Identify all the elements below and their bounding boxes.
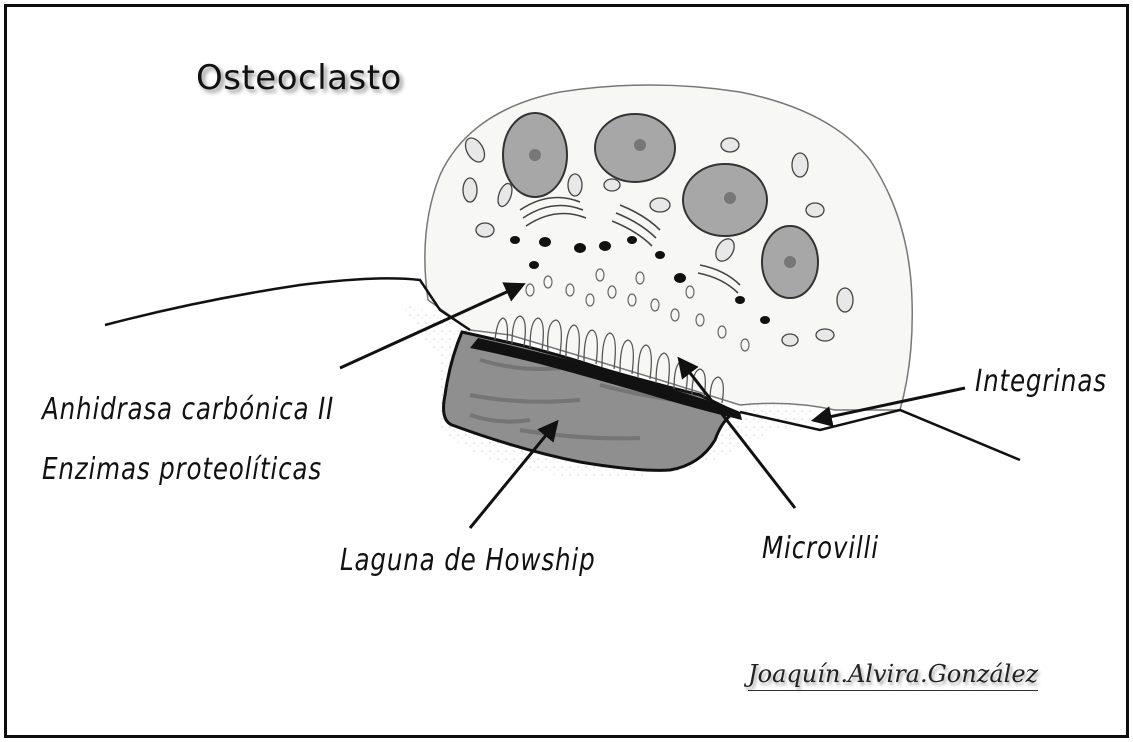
page-title: Osteoclasto (196, 58, 402, 98)
label-enzimas: Enzimas proteolíticas (42, 452, 322, 487)
label-anhidrasa: Anhidrasa carbónica II (42, 392, 334, 427)
label-integrinas: Integrinas (975, 364, 1107, 399)
label-microvilli: Microvilli (762, 531, 879, 566)
author-signature: Joaquín.Alvira.González (748, 660, 1038, 691)
label-laguna: Laguna de Howship (340, 543, 596, 578)
